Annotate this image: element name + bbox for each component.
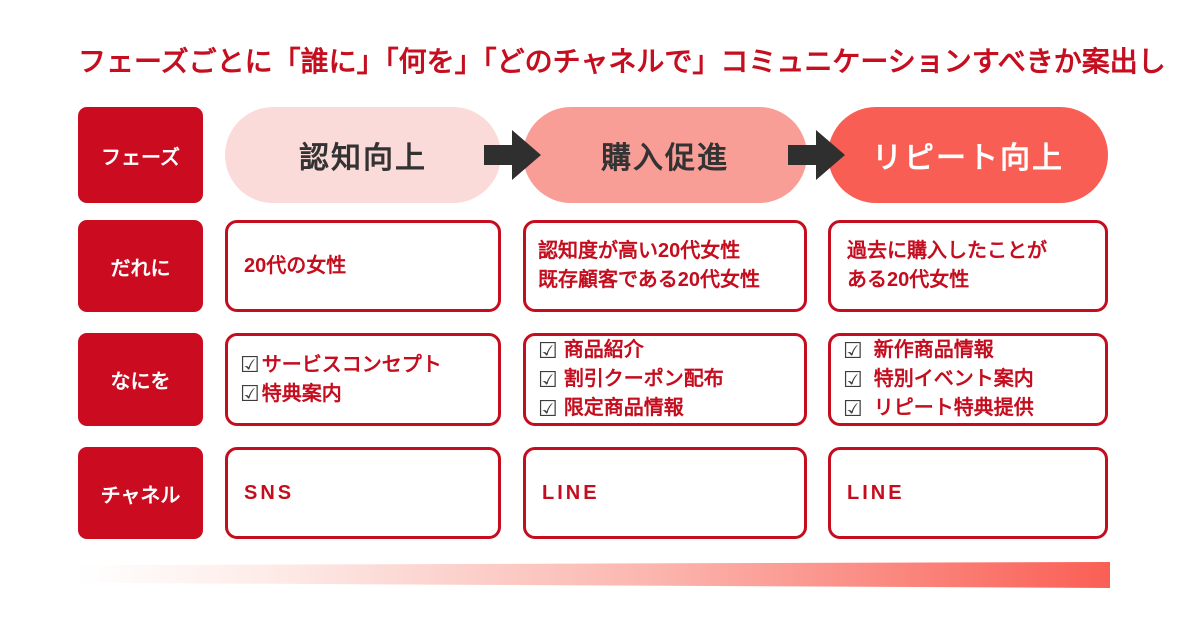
who-cell-awareness: 20代の女性 bbox=[225, 220, 501, 312]
channel-awareness-value: SNS bbox=[244, 481, 295, 504]
what-purchase-item2: 割引クーポン配布 bbox=[563, 368, 724, 390]
who-repeat-line2: ある20代女性 bbox=[847, 269, 970, 291]
phase-pill-awareness-text: 認知向上 bbox=[299, 142, 427, 175]
checkbox-icon: ☑ bbox=[538, 337, 558, 363]
what-purchase-item1: 商品紹介 bbox=[563, 339, 644, 361]
row-label-what: なにを bbox=[78, 333, 203, 426]
what-awareness-item1: サービスコンセプト bbox=[261, 353, 442, 376]
progression-gradient-bar bbox=[78, 562, 1110, 588]
what-repeat-item1: 新作商品情報 bbox=[873, 339, 994, 361]
what-purchase-item3: 限定商品情報 bbox=[563, 397, 684, 419]
checkbox-icon: ☑ bbox=[240, 352, 260, 377]
what-repeat-item3: リピート特典提供 bbox=[873, 397, 1034, 419]
who-purchase-line2: 既存顧客である20代女性 bbox=[538, 269, 761, 291]
who-cell-repeat: 過去に購入したことが ある20代女性 bbox=[828, 220, 1108, 312]
who-awareness-line1: 20代の女性 bbox=[244, 254, 347, 277]
row-label-channel: チャネル bbox=[78, 447, 203, 539]
channel-cell-repeat: LINE bbox=[828, 447, 1108, 539]
who-cell-purchase: 認知度が高い20代女性 既存顧客である20代女性 bbox=[523, 220, 807, 312]
checkbox-icon: ☑ bbox=[843, 395, 863, 421]
checkbox-icon: ☑ bbox=[240, 381, 260, 406]
arrow-right-icon bbox=[484, 130, 541, 180]
what-awareness-item2: 特典案内 bbox=[261, 382, 342, 405]
channel-cell-purchase: LINE bbox=[523, 447, 807, 539]
what-cell-awareness: ☑ サービスコンセプト ☑ 特典案内 bbox=[225, 333, 501, 426]
checkbox-icon: ☑ bbox=[538, 366, 558, 392]
who-purchase-line1: 認知度が高い20代女性 bbox=[538, 240, 741, 262]
phase-pill-purchase-text: 購入促進 bbox=[601, 142, 729, 175]
row-label-who: だれに bbox=[78, 220, 203, 312]
what-cell-repeat: ☑ 新作商品情報 ☑ 特別イベント案内 ☑ リピート特典提供 bbox=[828, 333, 1108, 426]
who-repeat-line1: 過去に購入したことが bbox=[847, 240, 1047, 262]
row-label-what-text: なにを bbox=[110, 371, 171, 393]
channel-cell-awareness: SNS bbox=[225, 447, 501, 539]
checkbox-icon: ☑ bbox=[538, 395, 558, 421]
channel-repeat-value: LINE bbox=[847, 481, 905, 504]
row-label-channel-text: チャネル bbox=[100, 484, 181, 507]
channel-purchase-value: LINE bbox=[542, 481, 600, 504]
row-label-phase-text: フェーズ bbox=[101, 146, 180, 169]
phase-pill-repeat: リピート向上 bbox=[828, 107, 1108, 203]
checkbox-icon: ☑ bbox=[843, 366, 863, 392]
phase-pill-awareness: 認知向上 bbox=[225, 107, 501, 203]
what-repeat-item2: 特別イベント案内 bbox=[873, 368, 1034, 390]
what-cell-purchase: ☑ 商品紹介 ☑ 割引クーポン配布 ☑ 限定商品情報 bbox=[523, 333, 807, 426]
phase-pill-repeat-text: リピート向上 bbox=[872, 142, 1064, 175]
page-title: フェーズごとに「誰に」「何を」「どのチャネルで」コミュニケーションすべきか案出し bbox=[78, 46, 1166, 77]
arrow-right-icon bbox=[788, 130, 845, 180]
row-label-phase: フェーズ bbox=[78, 107, 203, 203]
phase-pill-purchase: 購入促進 bbox=[523, 107, 807, 203]
row-label-who-text: だれに bbox=[110, 257, 171, 280]
checkbox-icon: ☑ bbox=[843, 337, 863, 363]
